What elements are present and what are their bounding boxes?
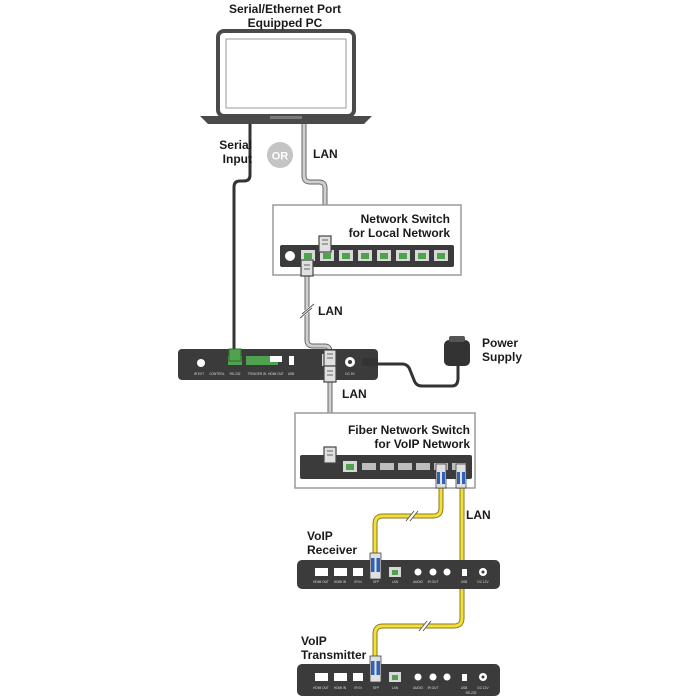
transmitter-port-labels: HDMI OUT HDMI IN IR IN SFP LAN AUDIO IR …: [313, 686, 489, 695]
port-label: RS-232: [230, 372, 241, 376]
port-label: HDMI OUT: [313, 686, 329, 690]
rj45-plug-icon: [323, 349, 337, 367]
voip-receiver-line2: Receiver: [307, 543, 358, 557]
port-label: IR IN: [354, 580, 362, 584]
port-label: HDMI IN: [334, 686, 347, 690]
or-badge-text: OR: [272, 151, 289, 163]
port-label: TRIGGER IN: [248, 372, 267, 376]
fiber-connector-icon: [369, 552, 382, 580]
port-label: SFP: [373, 580, 379, 584]
dc-plug-icon: [362, 358, 378, 366]
fiber-switch-label: Fiber Network Switch for VoIP Network: [300, 423, 470, 451]
port-label: SFP: [373, 686, 379, 690]
voip-transmitter-label: VoIP Transmitter: [301, 634, 366, 662]
port-label: RS-232: [466, 691, 477, 695]
network-switch-line1: Network Switch: [360, 212, 450, 226]
voip-transmitter-line1: VoIP: [301, 634, 327, 648]
port-label: AUDIO: [413, 686, 424, 690]
voip-transmitter-line2: Transmitter: [301, 648, 367, 662]
lan-label-switch: LAN: [318, 304, 343, 318]
port-label: LAN: [392, 580, 399, 584]
network-switch-ports: [301, 250, 448, 261]
port-label: DC 5V: [345, 372, 355, 376]
receiver-port-labels: HDMI OUT HDMI IN IR IN SFP LAN AUDIO IR …: [313, 580, 489, 584]
pc-label-line1: Serial/Ethernet Port: [228, 2, 342, 16]
port-label: USB: [461, 580, 468, 584]
rj45-plug-icon: [300, 259, 314, 277]
port-label: HDMI OUT: [268, 372, 284, 376]
port-label: CONTROL: [209, 372, 225, 376]
power-adapter-icon: [444, 336, 470, 366]
power-cable: [378, 362, 460, 388]
port-label: HDMI OUT: [313, 580, 329, 584]
or-badge: OR: [267, 142, 293, 168]
voip-receiver-label: VoIP Receiver: [307, 529, 357, 557]
rj45-plug-icon: [323, 365, 337, 383]
port-label: IR OUT: [428, 580, 439, 584]
port-label: IR IN: [354, 686, 362, 690]
fiber-switch-line1: Fiber Network Switch: [347, 423, 470, 437]
fiber-connector-icon: [455, 463, 467, 489]
serial-input-line2: Input: [222, 152, 252, 166]
power-supply-line1: Power: [482, 336, 519, 350]
lan-label-controller: LAN: [342, 387, 367, 401]
port-label: HDMI IN: [334, 580, 347, 584]
port-label: DC 12V: [477, 686, 489, 690]
serial-input-label: Serial Input: [190, 138, 252, 166]
serial-cable: [232, 124, 252, 354]
lan-label-fiber: LAN: [466, 508, 491, 522]
port-label: DC 12V: [477, 580, 489, 584]
network-switch-label: Network Switch for Local Network: [300, 212, 450, 240]
control-processor-device: IR EXT CONTROL RS-232 TRIGGER IN HDMI OU…: [178, 349, 378, 380]
pc-label-line2: Equipped PC: [247, 16, 323, 30]
port-label: USB: [288, 372, 295, 376]
fiber-switch-line2: for VoIP Network: [374, 437, 470, 451]
port-label: USB: [461, 686, 468, 690]
laptop-icon: [200, 29, 372, 124]
voip-receiver-line1: VoIP: [307, 529, 333, 543]
rj45-plug-icon: [323, 446, 337, 464]
lan-label-pc: LAN: [313, 147, 338, 161]
port-label: AUDIO: [413, 580, 424, 584]
voip-receiver-device: HDMI OUT HDMI IN IR IN SFP LAN AUDIO IR …: [297, 560, 500, 589]
port-label: IR OUT: [428, 686, 439, 690]
port-label: IR EXT: [194, 372, 204, 376]
network-switch-line2: for Local Network: [348, 226, 450, 240]
power-supply-label: Power Supply: [482, 336, 522, 364]
rj45-plug-icon: [318, 235, 332, 253]
power-supply-line2: Supply: [482, 350, 523, 364]
port-label: LAN: [392, 686, 399, 690]
power-button-icon: [285, 251, 295, 261]
fiber-connector-icon: [435, 463, 447, 489]
pc-label: Serial/Ethernet Port Equipped PC: [200, 2, 370, 30]
serial-input-line1: Serial: [219, 138, 252, 152]
fiber-connector-icon: [369, 655, 382, 683]
voip-transmitter-device: HDMI OUT HDMI IN IR IN SFP LAN AUDIO IR …: [297, 664, 500, 696]
